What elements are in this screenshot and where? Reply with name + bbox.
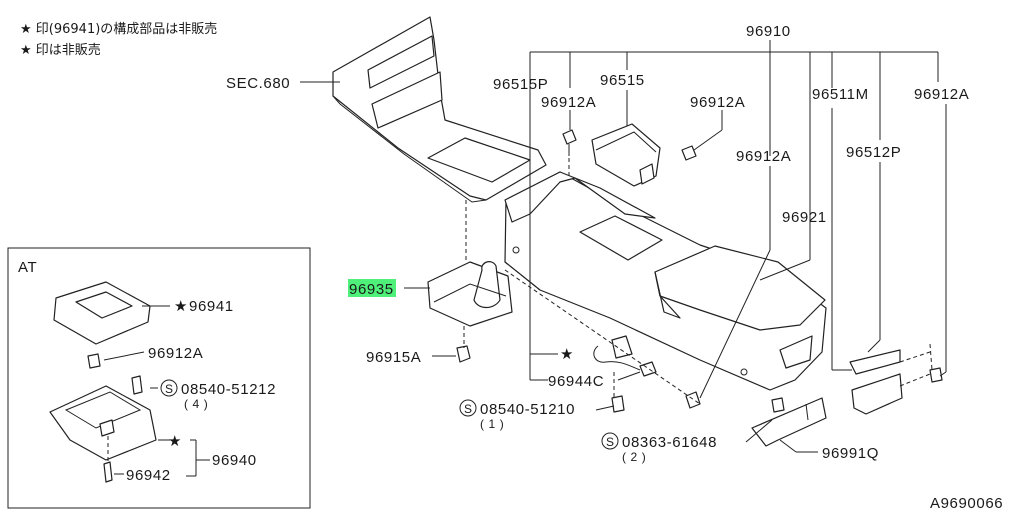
diagram-id: A9690066 bbox=[930, 495, 1003, 512]
inset-leaders bbox=[103, 305, 210, 477]
star-96940: ★ bbox=[168, 433, 182, 450]
finisher-panel bbox=[332, 16, 547, 203]
bracket-96991q bbox=[751, 397, 827, 447]
s-mark-08363-61648: S bbox=[606, 435, 615, 449]
note-line-1: ★ 印(96941)の構成部品は非販売 bbox=[20, 21, 217, 37]
label-08540-51210: 08540-51210 bbox=[480, 401, 575, 418]
console-body bbox=[504, 171, 827, 391]
label-08540-51212: 08540-51212 bbox=[181, 381, 276, 398]
qty-08540-51212: ( 4 ) bbox=[184, 397, 208, 411]
at-inset-title: AT bbox=[18, 259, 37, 276]
pocket-96515 bbox=[591, 123, 661, 187]
label-96512p: 96512P bbox=[846, 144, 901, 161]
label-96910: 96910 bbox=[746, 23, 791, 40]
label-08363-61648: 08363-61648 bbox=[622, 434, 717, 451]
qty-08540-51210: ( 1 ) bbox=[480, 417, 504, 431]
s-mark-08540-51210: S bbox=[464, 402, 473, 416]
label-96915a: 96915A bbox=[366, 349, 421, 366]
star-96944c: ★ bbox=[560, 346, 574, 363]
leader-lines bbox=[300, 40, 947, 453]
label-96912a-center: 96912A bbox=[541, 94, 596, 111]
s-circle-08540-51210 bbox=[459, 399, 477, 417]
label-96935[interactable]: 96935 bbox=[349, 281, 394, 298]
label-96515: 96515 bbox=[600, 72, 645, 89]
lid-96511m-96512p bbox=[849, 349, 903, 415]
label-96942: 96942 bbox=[126, 467, 171, 484]
label-96944c: 96944C bbox=[548, 373, 604, 390]
label-96912a-inset: 96912A bbox=[148, 345, 203, 362]
note-line-2: ★ 印は非販売 bbox=[20, 42, 101, 58]
assembly-dashes bbox=[463, 158, 933, 405]
s-mark-08540-51212: S bbox=[165, 382, 174, 396]
clips bbox=[456, 129, 943, 413]
inset-drawing bbox=[49, 281, 157, 483]
label-sec-680: SEC.680 bbox=[226, 75, 290, 92]
at-inset-frame bbox=[7, 247, 311, 509]
star-96941: ★ bbox=[174, 298, 188, 315]
label-96912a-far-right: 96912A bbox=[914, 86, 969, 103]
qty-08363-61648: ( 2 ) bbox=[622, 450, 646, 464]
label-96991q: 96991Q bbox=[822, 445, 879, 462]
label-96921: 96921 bbox=[782, 209, 827, 226]
s-circle-08363-61648 bbox=[601, 432, 619, 450]
label-96941: 96941 bbox=[189, 298, 234, 315]
label-96912a-middle: 96912A bbox=[736, 148, 791, 165]
label-96940: 96940 bbox=[212, 452, 257, 469]
shift-boot-96935 bbox=[427, 261, 513, 327]
harness-96944c bbox=[593, 335, 657, 377]
s-circle-08540-51212 bbox=[160, 379, 178, 397]
label-96515p: 96515P bbox=[493, 76, 548, 93]
label-96511m: 96511M bbox=[812, 86, 869, 103]
highlight-96935 bbox=[348, 279, 396, 297]
label-96912a-right: 96912A bbox=[690, 94, 745, 111]
